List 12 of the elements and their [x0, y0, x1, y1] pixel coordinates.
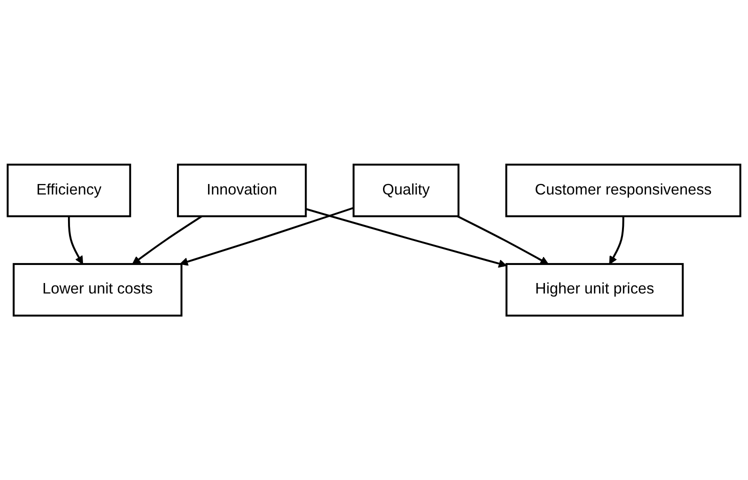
node-box: Efficiency: [6, 164, 132, 218]
arrow: [132, 215, 202, 264]
node-box: Customer responsiveness: [505, 164, 742, 218]
node-box: Higher unit prices: [506, 262, 684, 316]
arrow: [457, 215, 549, 264]
node-box: Innovation: [176, 164, 307, 218]
node-box: Lower unit costs: [12, 262, 182, 316]
arrow: [180, 206, 354, 266]
arrow: [306, 208, 507, 268]
arrow: [609, 216, 624, 264]
node-box: Quality: [352, 164, 460, 218]
arrow: [68, 216, 84, 264]
